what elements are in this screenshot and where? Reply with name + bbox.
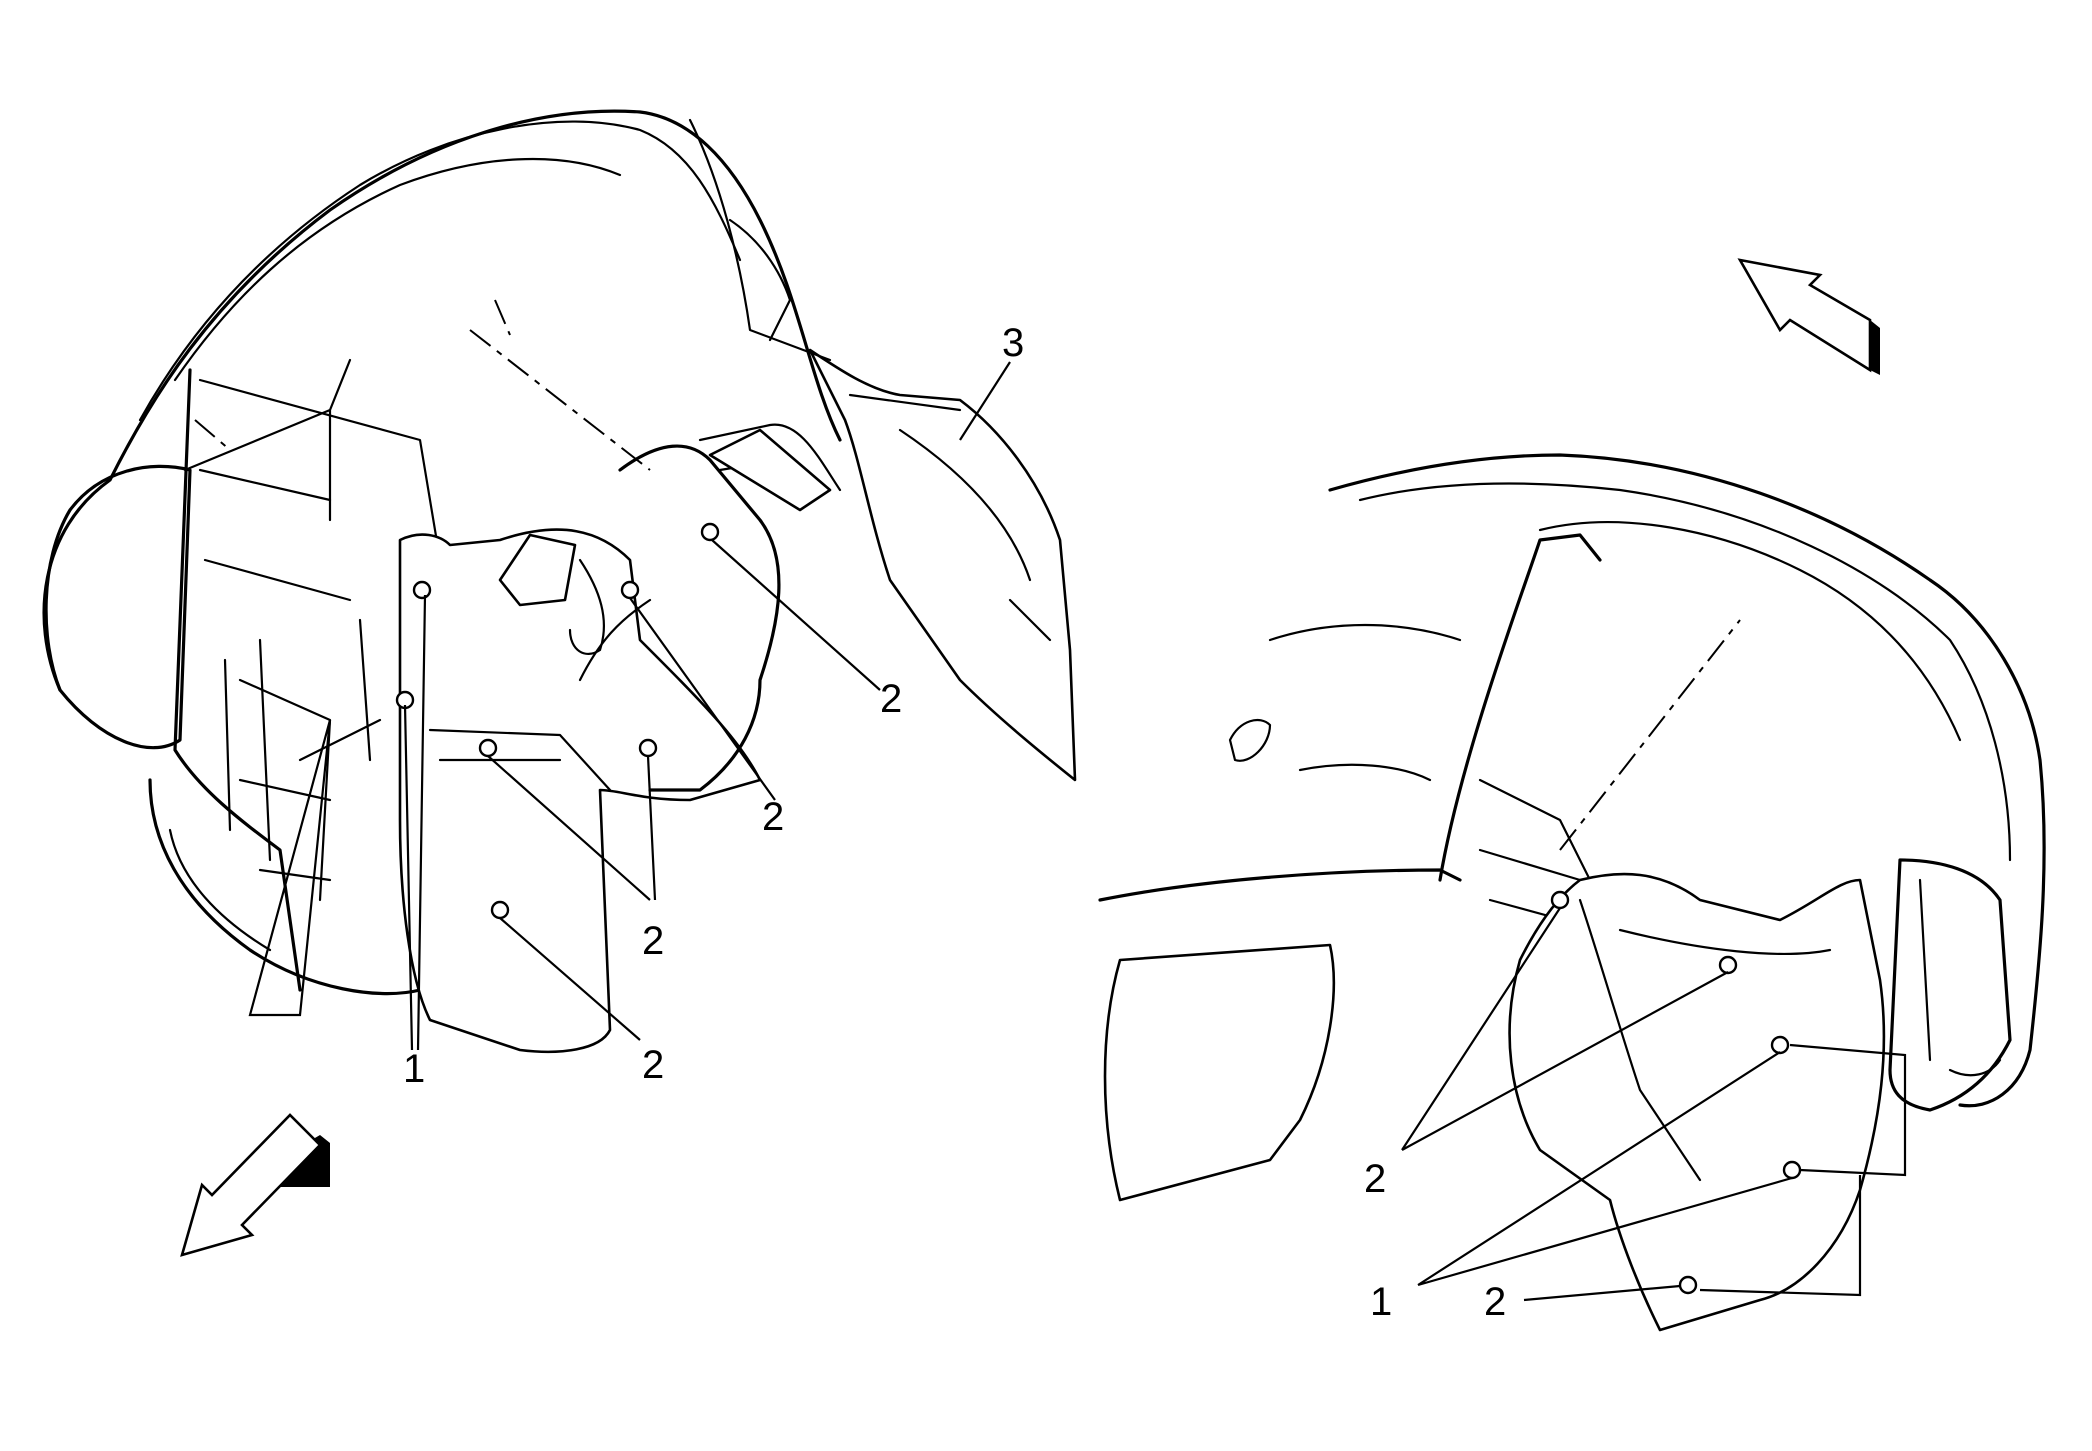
callout-right-2-lower: 2 (1484, 1280, 1506, 1324)
body-side-sweep (1098, 868, 1462, 902)
leader-left-3 (959, 361, 1011, 441)
leader-right-bracket (1699, 1043, 1907, 1297)
leader-right-1-lower (1417, 1051, 1793, 1287)
callout-left-2-upper-mid: 2 (762, 795, 784, 839)
install-path-upper (469, 299, 651, 471)
leader-left-bracket (248, 719, 332, 1017)
splash-shield-3 (808, 348, 1077, 782)
fastener-right-3 (1770, 1035, 1790, 1055)
direction-arrow-icon (1737, 258, 1880, 375)
upper-rail-bracket (708, 428, 832, 512)
fastener-right-1 (1550, 890, 1570, 910)
body-side-upper (1268, 623, 1462, 782)
fastener-right-4 (1782, 1160, 1802, 1180)
wheelhouse-front-edge (173, 368, 302, 992)
upper-rail (688, 118, 832, 362)
install-path-lower (194, 419, 231, 451)
callout-left-2-lower: 2 (642, 1043, 664, 1087)
arrow-body-left (180, 1113, 322, 1257)
rear-fascia-corner (1888, 858, 2012, 1112)
inner-splash-detail (428, 598, 652, 792)
leader-right-2-upper (1401, 907, 1729, 1151)
leader-right-2-lower (1523, 1284, 1681, 1302)
callout-left-2-upper-right: 2 (880, 677, 902, 721)
splash-shield-3-rib (848, 393, 1052, 642)
leader-left-2-mid (487, 755, 657, 901)
callout-right-1-lower: 1 (1370, 1280, 1392, 1324)
fender-inner-line (138, 120, 742, 422)
fender-arch-line (173, 157, 622, 382)
quarter-outer-line (1328, 453, 2046, 1108)
install-path-right (1559, 619, 1741, 851)
rear-liner-inner-edge (1578, 898, 1832, 1182)
arrow-shadow-right (1870, 320, 1880, 375)
callout-left-3: 3 (1002, 321, 1024, 365)
rear-fascia-inner (1918, 878, 2002, 1077)
upper-bracket-fold (568, 558, 605, 655)
bumper-fascia (44, 464, 192, 750)
fastener-left-1 (412, 580, 432, 600)
leader-left-1 (403, 594, 427, 1051)
left-wheelhouse-view (42, 109, 1077, 1054)
fastener-left-5 (490, 900, 510, 920)
fastener-right-5 (1678, 1275, 1698, 1295)
quarter-arch-line (1538, 521, 1962, 742)
bumper-lower-inner (168, 828, 272, 952)
leader-left-2-lower (499, 917, 641, 1041)
fastener-left-4 (638, 738, 658, 758)
callout-left-2-middle: 2 (642, 919, 664, 963)
callout-right-2-upper: 2 (1364, 1157, 1386, 1201)
fastener-left-3 (478, 738, 498, 758)
compartment-lines-2 (223, 618, 382, 862)
leader-left-2-upper-right (711, 539, 881, 691)
fastener-left-7 (700, 522, 720, 542)
door-handle-cup (1228, 718, 1272, 762)
inner-splash-panel (398, 528, 762, 1054)
fastener-left-6 (620, 580, 640, 600)
bumper-lower (148, 778, 422, 996)
upper-bracket (498, 533, 577, 607)
leader-left-2-upper (629, 597, 776, 801)
inner-wheelhouse-wall (1438, 533, 1602, 882)
fender-outer-line (42, 109, 842, 692)
rear-liner-main (1508, 872, 1886, 1332)
arrow-body-right (1737, 258, 1872, 373)
callout-left-1: 1 (403, 1047, 425, 1091)
fastener-right-2 (1718, 955, 1738, 975)
direction-arrow-icon (180, 1113, 330, 1257)
lower-door-panel (1103, 943, 1335, 1202)
quarter-inner-line (1358, 482, 2012, 862)
wheelhouse-rear-wall (198, 378, 442, 602)
right-wheelhouse-view (1098, 453, 2046, 1332)
